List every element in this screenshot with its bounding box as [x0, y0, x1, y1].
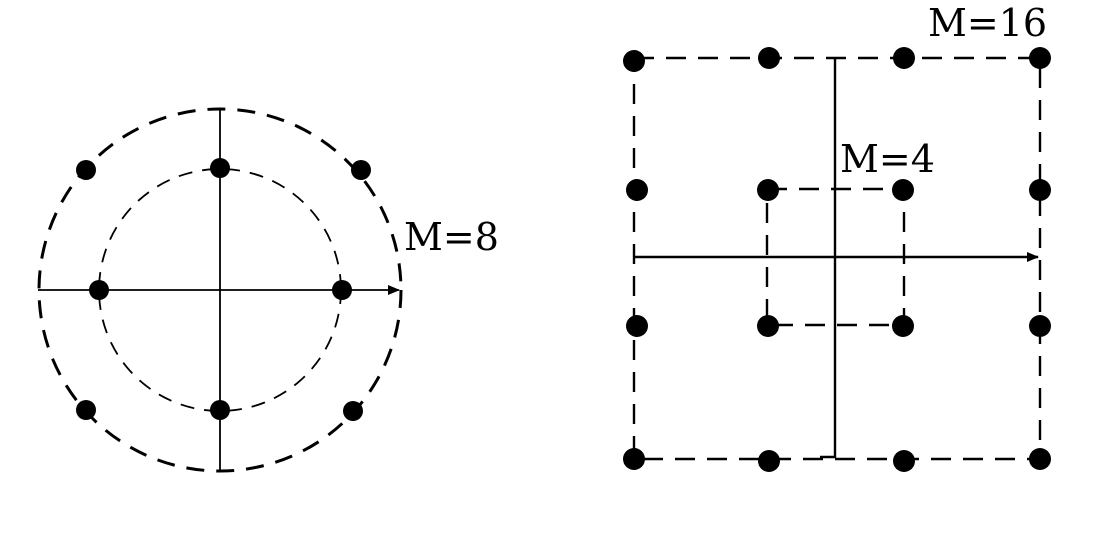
m8-label: M=8 [404, 215, 499, 259]
constellation-point [623, 448, 645, 470]
constellation-point [892, 315, 914, 337]
constellation-point [1029, 448, 1051, 470]
constellation-point [626, 179, 648, 201]
constellation-point [757, 179, 779, 201]
constellation-point [76, 400, 96, 420]
constellation-point [757, 315, 779, 337]
constellation-point [893, 47, 915, 69]
constellation-point [1029, 47, 1051, 69]
m4-label: M=4 [840, 137, 935, 181]
constellation-point [758, 47, 780, 69]
square-constellation: M=16 M=4 [623, 1, 1051, 472]
square-outer-points [623, 47, 1051, 472]
square-inner-points [757, 179, 914, 337]
constellation-point [1029, 179, 1051, 201]
constellation-point [758, 450, 780, 472]
constellation-point [332, 280, 352, 300]
constellation-point [623, 50, 645, 72]
constellation-point [76, 160, 96, 180]
constellation-point [893, 450, 915, 472]
constellation-point [1029, 315, 1051, 337]
circle-points [76, 158, 371, 421]
constellation-point [343, 401, 363, 421]
square-vertical-axis [820, 58, 837, 459]
outer-dashed-square [632, 56, 1042, 461]
constellation-point [210, 400, 230, 420]
constellation-point [351, 160, 371, 180]
constellation-point [210, 158, 230, 178]
constellation-point [626, 315, 648, 337]
constellation-point [892, 179, 914, 201]
constellation-point [89, 280, 109, 300]
circular-constellation: M=8 [37, 107, 499, 473]
m16-label: M=16 [928, 1, 1047, 45]
